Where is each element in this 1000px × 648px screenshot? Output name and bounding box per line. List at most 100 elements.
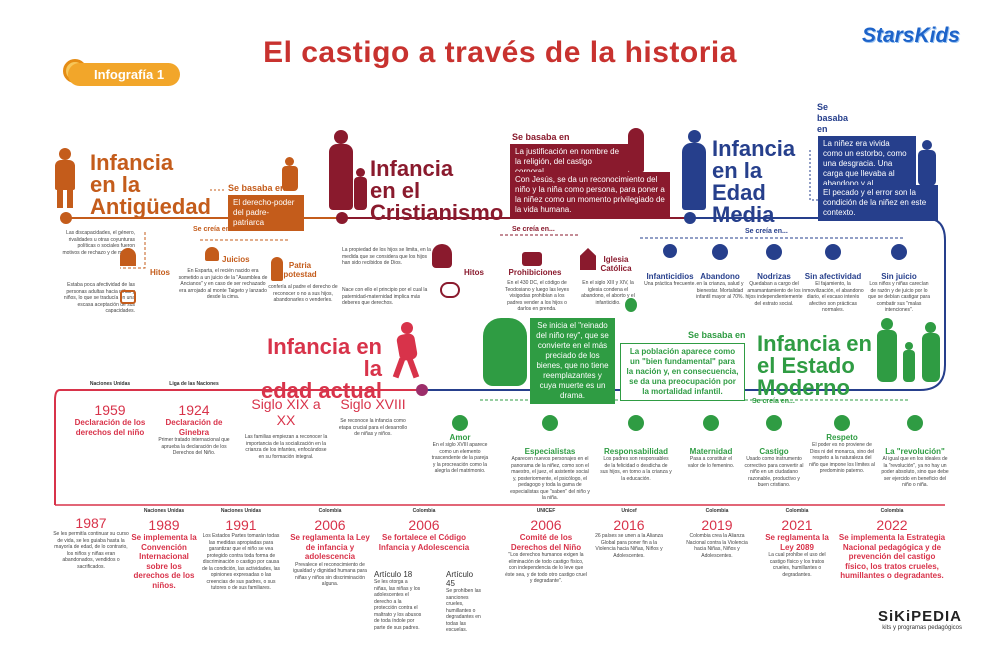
- timeline-node-antiguedad: [60, 212, 72, 224]
- starskids-logo[interactable]: StarsKids: [861, 24, 960, 47]
- moderno-item-title: Amor: [449, 433, 471, 442]
- priest-icon: [628, 128, 644, 172]
- medieval-item: Sin juicio Los niños y niñas carecían de…: [868, 244, 930, 314]
- entry-source: UNICEF: [536, 508, 556, 514]
- mother-child-icon: [432, 244, 452, 268]
- patria-text: confería al padre el derecho de reconoce…: [268, 284, 338, 303]
- entry-text: "Los derechos humanos exigen la eliminac…: [505, 552, 587, 585]
- medieval-item-title: Sin afectividad: [804, 272, 862, 281]
- medieval-item-title: Infanticidios: [646, 272, 694, 281]
- entry-text: Los Estados Partes tomarán todas las med…: [201, 533, 281, 591]
- antiguedad-left-text2: Estaba poca afectividad de las personas …: [63, 282, 135, 314]
- scale-icon: [522, 252, 542, 266]
- moderno-item-text: Aparecen nuevos personajes en el panoram…: [510, 456, 590, 501]
- moderno-se-basaba: Se basaba en: [688, 330, 746, 340]
- patriarch-icon: [271, 257, 283, 281]
- entry-sub: Declaración de los derechos del niño: [74, 418, 146, 437]
- antiguedad-se-creia: Se creía en...: [193, 226, 236, 233]
- entry-year: 2016: [613, 517, 645, 533]
- timeline-node-cristianismo: [336, 212, 348, 224]
- entry-year: 2021: [781, 517, 813, 533]
- entry-source: Colombia: [785, 508, 809, 514]
- actual-title-l1: Infancia en la: [267, 334, 382, 381]
- entry-year: 2006: [530, 517, 562, 533]
- child-figure-icon: [50, 148, 80, 208]
- entry-source: Naciones Unidas: [220, 508, 262, 514]
- moderno-item: Especialistas Aparecen nuevos personajes…: [510, 415, 590, 502]
- family-figure-icon: [326, 130, 368, 210]
- medieval-title-l3: Edad: [712, 180, 766, 205]
- juicios-text: En Esparta, el recién nacido era sometid…: [178, 268, 268, 300]
- moderno-item: Responsabilidad Los padres son responsab…: [600, 415, 672, 482]
- judge-icon: [205, 247, 219, 261]
- entry-year: 1959: [94, 402, 126, 418]
- father-figure-icon: [280, 157, 300, 191]
- hands-heart-icon: [440, 282, 460, 298]
- articulo-45: Artículo 45 Se prohíben las sanciones cr…: [446, 570, 482, 634]
- medieval-title-l2: en la: [712, 158, 763, 183]
- entry-sub: Se implementa la Estrategia Nacional ped…: [838, 533, 946, 581]
- entry-text: Prevalece el reconocimiento de igualdad …: [293, 561, 367, 588]
- entry-text: Primer tratado internacional que aprueba…: [158, 437, 230, 457]
- actual-entry: Naciones Unidas 1959 Declaración de los …: [70, 381, 150, 437]
- juicios-title: Juicios: [222, 255, 250, 264]
- moderno-item-text: Usado como instrumento correctivo para c…: [744, 456, 804, 488]
- entry-sub: Declaración de Ginebra: [165, 418, 223, 437]
- actual-title-l2: edad actual: [260, 378, 382, 403]
- entry-sub: Se fortalece el Código Infancia y Adoles…: [378, 533, 470, 552]
- running-child-icon: [891, 244, 907, 260]
- entry-year: 1924: [178, 402, 210, 418]
- medieval-se-basaba: Se basaba en: [817, 102, 849, 134]
- art45-text: Se prohíben las sanciones crueles, humil…: [446, 588, 482, 633]
- cristianismo-se-basaba: Se basaba en: [512, 132, 570, 142]
- adult-child-icon: [912, 140, 940, 186]
- tombstone-icon: [120, 248, 136, 266]
- timeline-node-actual: [416, 384, 428, 396]
- entry-year: 2006: [408, 517, 440, 533]
- entry-source: Naciones Unidas: [143, 508, 185, 514]
- medieval-item: Infanticidios Una práctica frecuente.: [640, 244, 700, 288]
- cristianismo-title-l1: Infancia: [370, 156, 454, 181]
- actual-title: Infancia en la edad actual: [246, 336, 382, 402]
- entry-text: Se les permitía continuar su curso de vi…: [53, 531, 129, 570]
- cristianismo-hitos: Hitos: [464, 268, 484, 277]
- medieval-item-title: Abandono: [700, 272, 740, 281]
- entry-source: Liga de las Naciones: [169, 381, 219, 387]
- moderno-box-green: Se inicia el "reinado del niño rey", que…: [530, 318, 615, 404]
- entry-year: 2022: [876, 517, 908, 533]
- antiguedad-title: Infancia en la Antigüedad: [90, 152, 211, 218]
- pregnant-icon: [703, 415, 719, 431]
- antiguedad-title-l2: en la: [90, 172, 141, 197]
- moderno-item: Respeto El poder es no proviene de Dios …: [808, 415, 876, 475]
- entry-year: 2006: [314, 517, 346, 533]
- sikipedia-brand[interactable]: SiKiPEDIA kits y programas pedagógicos: [878, 608, 962, 631]
- actual-entry: Liga de las Naciones 1924 Declaración de…: [155, 381, 233, 457]
- medieval-item-text: en la crianza, salud y bienestar. Mortal…: [696, 281, 744, 300]
- moderno-item-title: Castigo: [759, 447, 789, 456]
- actual-entry: Siglo XIX a XX Las familias empiezan a r…: [242, 381, 330, 460]
- actual-entry: Naciones Unidas 1991 Los Estados Partes …: [200, 508, 282, 592]
- moderno-item: Castigo Usado como instrumento correctiv…: [742, 415, 806, 489]
- cristianismo-box2: Con Jesús, se da un reconocimiento del n…: [510, 172, 670, 218]
- cristianismo-text2: Nace con ello el principio por el cual l…: [342, 287, 428, 306]
- patria-title: Patria potestad: [283, 261, 317, 279]
- actual-entry: Colombia 2019 Colombia crea la Alianza N…: [682, 508, 752, 559]
- moderno-title: Infancia en el Estado Moderno: [757, 333, 872, 399]
- art18-text: Se les otorga a niñas, las niñas y los a…: [374, 579, 422, 631]
- entry-year: 1987: [75, 515, 107, 531]
- articulo-18: Artículo 18 Se les otorga a niñas, las n…: [374, 570, 422, 631]
- entry-sub: Comité de los Derechos del Niño: [510, 533, 582, 552]
- moderno-item-title: Especialistas: [524, 447, 576, 456]
- abandoned-baby-icon: [712, 244, 728, 260]
- moderno-title-l1: Infancia en: [757, 331, 872, 356]
- entry-sub: Se reglamenta la Ley de infancia y adole…: [290, 533, 370, 562]
- respect-icon: [834, 415, 850, 431]
- actual-entry: Colombia 2022 Se implementa la Estrategi…: [838, 508, 946, 581]
- medieval-item: Nodrizas Quedaban a cargo del amamantami…: [745, 244, 803, 307]
- entry-source: Colombia: [880, 508, 904, 514]
- antiguedad-hitos: Hitos: [150, 268, 170, 277]
- page-title: El castigo a través de la historia: [263, 36, 737, 69]
- swaddled-baby-icon: [825, 244, 841, 260]
- moderno-title-l2: el Estado: [757, 353, 855, 378]
